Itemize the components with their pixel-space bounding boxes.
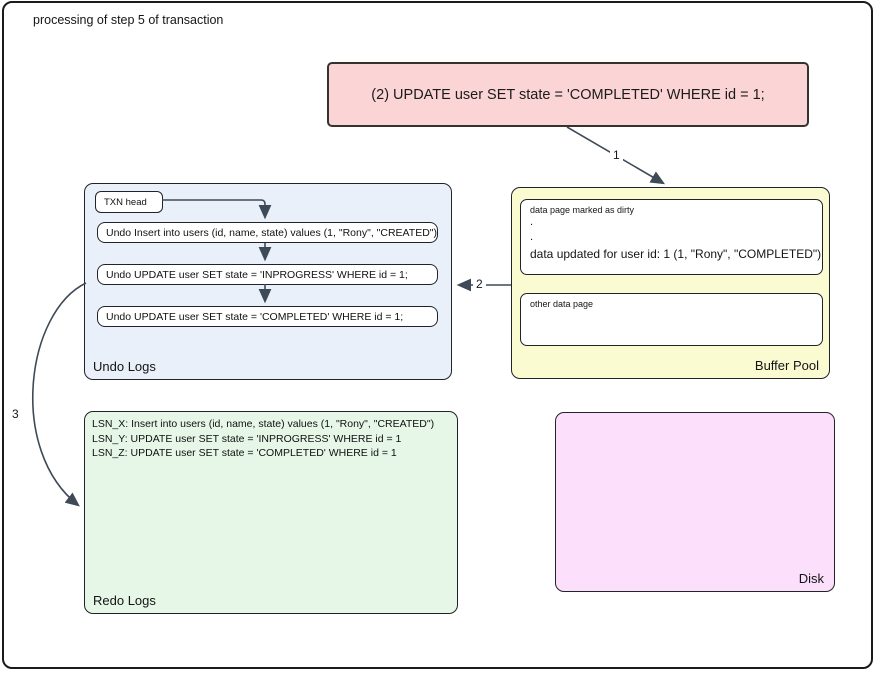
undo-log-entry-text: Undo UPDATE user SET state = 'INPROGRESS… xyxy=(106,268,408,281)
disk-label: Disk xyxy=(798,571,824,586)
undo-log-entry-text: Undo Insert into users (id, name, state)… xyxy=(106,226,438,239)
other-page-text: other data page xyxy=(530,299,594,309)
undo-log-entry: Undo Insert into users (id, name, state)… xyxy=(97,222,438,243)
arrow-step3 xyxy=(31,282,87,507)
ellipsis-dot: . xyxy=(530,231,534,243)
diagram-title: processing of step 5 of transaction xyxy=(33,13,224,27)
undo-log-entry: Undo UPDATE user SET state = 'COMPLETED'… xyxy=(97,306,438,327)
dirty-page-detail: data updated for user id: 1 (1, "Rony", … xyxy=(530,247,822,261)
undo-log-entry: Undo UPDATE user SET state = 'INPROGRESS… xyxy=(97,264,438,285)
ellipsis-dot: . xyxy=(530,216,534,228)
sql-statement-node: (2) UPDATE user SET state = 'COMPLETED' … xyxy=(327,62,809,127)
redo-log-entry: LSN_Y: UPDATE user SET state = 'INPROGRE… xyxy=(92,432,402,445)
undo-log-entry-text: Undo UPDATE user SET state = 'COMPLETED'… xyxy=(106,310,404,323)
arrow-label-1: 1 xyxy=(610,148,623,162)
redo-logs-box: LSN_X: Insert into users (id, name, stat… xyxy=(84,411,458,614)
other-data-page-node: other data page xyxy=(520,293,823,346)
redo-log-entries: LSN_X: Insert into users (id, name, stat… xyxy=(92,417,451,461)
disk-box: Disk xyxy=(555,412,835,592)
buffer-pool-label: Buffer Pool xyxy=(754,358,819,373)
redo-log-entry: LSN_Z: UPDATE user SET state = 'COMPLETE… xyxy=(92,447,397,460)
sql-statement-text: (2) UPDATE user SET state = 'COMPLETED' … xyxy=(371,86,765,103)
redo-logs-label: Redo Logs xyxy=(93,593,156,608)
undo-logs-box: TXN head Undo Insert into users (id, nam… xyxy=(84,183,452,380)
dirty-page-header: data page marked as dirty xyxy=(530,205,635,215)
dirty-data-page-node: data page marked as dirty . . data updat… xyxy=(520,199,823,275)
txn-head-label: TXN head xyxy=(104,196,147,208)
undo-logs-label: Undo Logs xyxy=(93,359,156,374)
arrow-label-2: 2 xyxy=(473,277,486,291)
txn-head-node: TXN head xyxy=(95,191,163,213)
redo-log-entry: LSN_X: Insert into users (id, name, stat… xyxy=(92,418,435,430)
arrow-label-3: 3 xyxy=(9,407,22,421)
buffer-pool-box: data page marked as dirty . . data updat… xyxy=(511,187,830,379)
